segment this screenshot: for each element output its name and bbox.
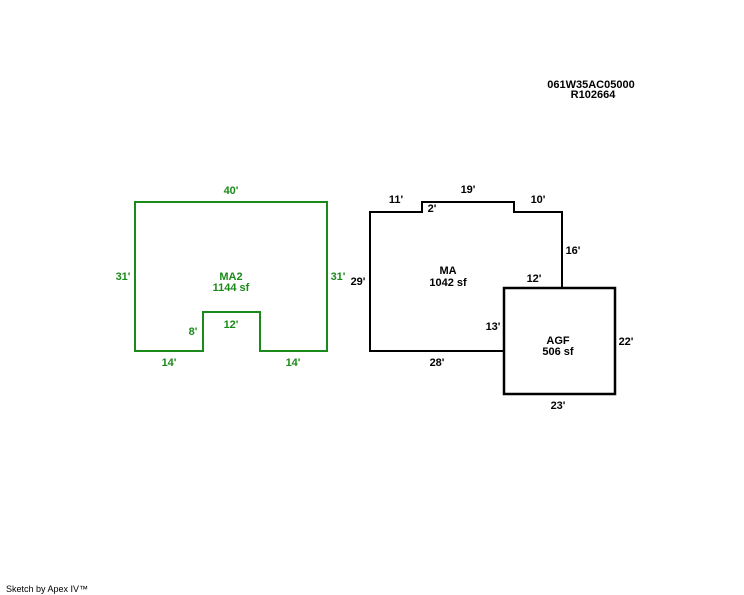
- ma2-name: MA2: [219, 271, 242, 283]
- footer-credit: Sketch by Apex IV™: [6, 584, 88, 594]
- ma2-dim-notch-top: 12': [224, 319, 239, 331]
- parcel-id: 061W35AC05000: [547, 79, 634, 91]
- ma2-dim-bottom-right: 14': [286, 357, 301, 369]
- ma-dim-inner-top: 12': [527, 273, 542, 285]
- ma-dim-top-mid: 19': [461, 184, 476, 196]
- agf-dim-right: 22': [619, 336, 634, 348]
- ma-dim-bottom: 28': [430, 357, 445, 369]
- ma2-dim-bottom-left: 14': [162, 357, 177, 369]
- ma-outline: [369, 201, 563, 352]
- ma-dim-top-left: 11': [389, 194, 404, 206]
- ma2-dim-notch-side: 8': [189, 326, 198, 338]
- ma-dim-step: 2': [428, 203, 437, 215]
- ma-dim-left: 29': [351, 276, 366, 288]
- ma-area: 1042 sf: [429, 277, 467, 289]
- ma-dim-inner-side: 13': [486, 321, 501, 333]
- ma2-outline: [134, 201, 328, 352]
- ma2-area: 1144 sf: [213, 282, 250, 294]
- ma2-dim-left: 31': [116, 271, 131, 283]
- ma-dim-right-upper: 16': [566, 245, 581, 257]
- agf-area: 506 sf: [542, 346, 574, 358]
- agf-name: AGF: [546, 335, 570, 347]
- agf-outline: [502, 286, 617, 396]
- ma2-dim-top: 40': [224, 185, 239, 197]
- ma2-dim-right: 31': [331, 271, 346, 283]
- ma-name: MA: [439, 265, 456, 277]
- agf-dim-bottom: 23': [551, 400, 566, 412]
- parcel-ref: R102664: [571, 89, 617, 101]
- ma-dim-top-right: 10': [531, 194, 546, 206]
